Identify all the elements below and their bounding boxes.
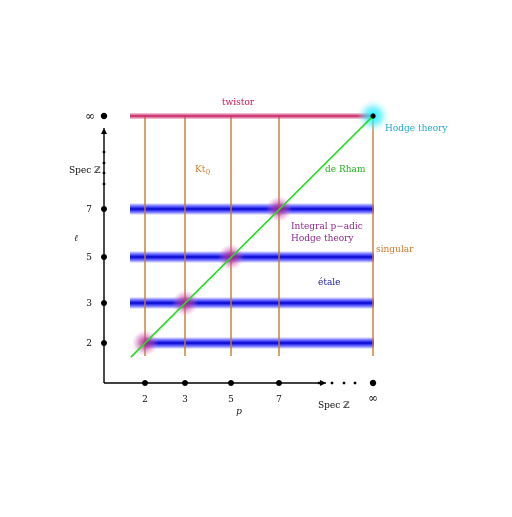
x-infinity-dot [369,379,377,387]
x-tick-infinity: ∞ [368,391,378,405]
horizontal-line-5 [130,251,374,263]
integral-label-line2: Hodge theory [291,234,354,244]
x-tick-7: 7 [276,395,282,405]
kt-label: KtQ [195,165,210,176]
integral-label-line1: Integral p−adic [291,222,363,232]
twistor-label: twistor [222,98,255,108]
x-tick-3: 3 [182,395,188,405]
x-axis-spec-label: Spec ℤ [318,401,350,411]
y-tick-2: 2 [86,339,92,349]
y-tick-7: 7 [86,205,92,215]
y-axis-arrow [101,128,107,134]
y-axis-spec-label: Spec ℤ [69,166,101,176]
de-rham-label: de Rham [325,165,366,175]
horizontal-line-7 [130,203,374,215]
singular-label: singular [376,245,414,255]
horizontal-line-2 [145,337,374,349]
horizontal-line-3 [130,297,374,309]
x-axis-variable: p [236,407,242,417]
y-tick-3: 3 [86,299,92,309]
hodge-theory-label: Hodge theory [385,124,448,134]
y-axis-dots [100,112,108,346]
y-tick-infinity: ∞ [85,109,95,123]
y-axis-variable: ℓ [74,234,78,244]
x-axis-arrow [320,380,326,386]
x-axis-dots [142,379,377,387]
x-tick-2: 2 [142,395,148,405]
diagonal-line [130,114,375,358]
x-tick-labels: 2 3 5 7 ∞ [142,391,378,405]
y-tick-5: 5 [86,253,92,263]
twistor-line [130,113,374,119]
hodge-point [370,113,376,119]
y-infinity-dot [100,112,108,120]
y-tick-labels: 2 3 5 7 ∞ [85,109,95,349]
etale-label: étale [318,277,341,288]
x-tick-5: 5 [228,395,234,405]
